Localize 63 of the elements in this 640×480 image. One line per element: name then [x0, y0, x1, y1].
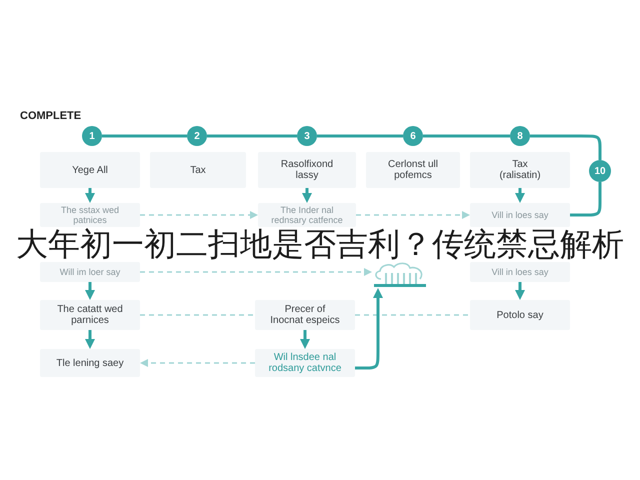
process-box: [258, 203, 356, 227]
box-text: Vill in loes say: [492, 210, 548, 220]
box-text: Potolo say: [496, 310, 544, 320]
line: [317, 134, 403, 138]
line: [530, 134, 602, 160]
box-text: The sstax wed patnices: [60, 205, 120, 225]
step-number: 6: [410, 130, 416, 142]
title: 大年初一初二扫地是否吉利？传统禁忌解析: [15, 228, 625, 260]
box-text: The Inder nal rednsary catfence: [270, 205, 344, 225]
process-box: [40, 300, 140, 330]
box-text: Wil lnsdee nal rodsany catvnce: [268, 352, 342, 374]
box-text: Tax (ralisatin): [498, 159, 542, 181]
cloud-icon: [372, 262, 428, 288]
dashed-arrow: [140, 268, 372, 276]
line: [570, 182, 602, 216]
heading-label: COMPLETE: [20, 110, 82, 122]
step-number: 3: [304, 130, 310, 142]
box-text: Tle lening saey: [56, 358, 124, 368]
step-number: 8: [517, 130, 523, 142]
process-box: [255, 300, 355, 330]
process-box: [258, 152, 356, 188]
line: [207, 134, 297, 138]
dashed-arrow: [140, 359, 255, 367]
step-number: 2: [194, 130, 200, 142]
box-text: Yege All: [72, 164, 108, 176]
box-text: Tax: [190, 164, 206, 176]
process-box: [470, 300, 570, 330]
step-circle: [589, 160, 611, 182]
line: [102, 134, 187, 138]
arrow: [515, 188, 525, 203]
step-circle: [403, 126, 423, 146]
box-text: Will im loer say: [60, 267, 120, 277]
arrow: [300, 330, 310, 349]
dashed-line: [355, 314, 470, 316]
step-number: 1: [89, 130, 95, 142]
process-box: [40, 152, 140, 188]
arrow: [85, 282, 95, 300]
process-box: [40, 349, 140, 377]
arrow: [355, 288, 383, 370]
process-box: [40, 262, 140, 282]
dashed-arrow: [356, 211, 470, 219]
step-circle: [510, 126, 530, 146]
process-box: [470, 203, 570, 227]
step-circle: [82, 126, 102, 146]
process-box: [470, 262, 570, 282]
box-text: Precer of Inocnat espeics: [269, 304, 341, 326]
arrow: [515, 282, 525, 300]
step-circle: [297, 126, 317, 146]
box-text: Cerlonst ull pofemcs: [386, 159, 440, 181]
step-circle: [187, 126, 207, 146]
step-number: 10: [594, 166, 606, 176]
dashed-arrow: [140, 211, 258, 219]
dashed-line: [140, 314, 255, 316]
box-text: Rasolfixond lassy: [280, 159, 334, 181]
process-box: [40, 203, 140, 227]
box-text: Vill in loes say: [492, 267, 548, 277]
arrow: [85, 330, 95, 349]
process-box: [255, 349, 355, 377]
process-box: [470, 152, 570, 188]
arrow: [85, 188, 95, 203]
box-text: The catatt wed parnices: [56, 304, 124, 326]
line: [423, 134, 510, 138]
arrow: [302, 188, 312, 203]
